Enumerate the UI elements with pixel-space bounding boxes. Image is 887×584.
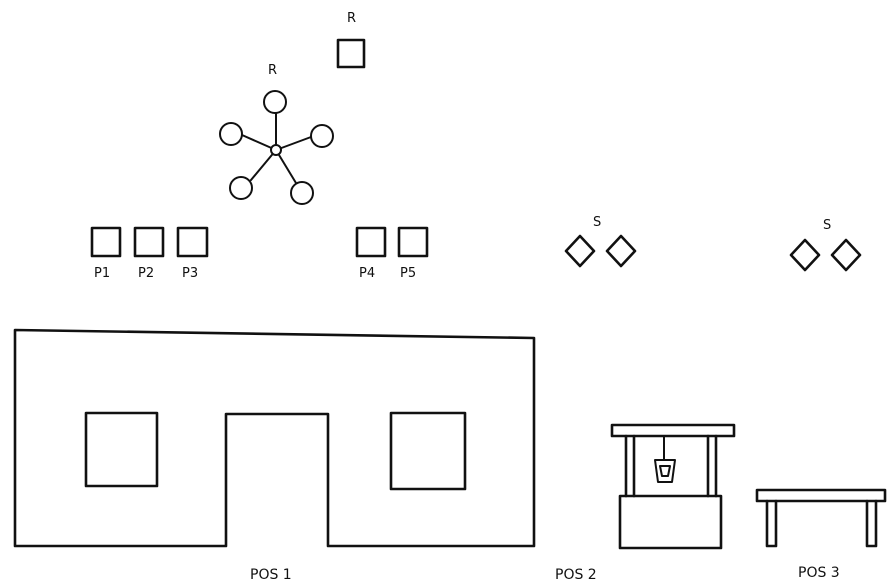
p2-label: P2 [138,266,154,281]
r-star-circle-bottom-right [290,181,314,205]
pos3-leg-right [865,499,878,548]
s-group-left: S [564,215,637,268]
s-right-diamond-2 [830,238,862,272]
p1-square [90,226,122,258]
pos1-building: POS 1 [13,328,536,583]
pos2-bucket [654,459,676,483]
r-star-marker: R [219,63,334,205]
p4-square [355,226,387,258]
r-star-spokes [241,112,312,184]
s-left-diamond-1 [564,234,596,268]
pos1-building-outline [13,328,536,548]
p5-square [397,226,429,258]
pos2-well: POS 2 [555,423,736,583]
pos2-bucket-inner [659,465,671,477]
p4-label: P4 [359,266,375,281]
r-star-circle-top [263,90,287,114]
r-star-circle-bottom-left [229,176,253,200]
p5-label: P5 [400,266,416,281]
pos3-label: POS 3 [798,565,840,581]
pos2-label: POS 2 [555,567,597,583]
pos1-window-right [389,411,467,491]
r-star-circle-left [219,122,243,146]
r-square-shape [336,38,366,69]
pos3-tabletop [755,488,887,503]
pos3-table: POS 3 [755,488,887,581]
r-square-label: R [347,11,356,26]
p2-square [133,226,165,258]
pos2-base [618,494,723,550]
pos2-roof [610,423,736,438]
s-right-diamond-1 [789,238,821,272]
r-star-circle-right [310,124,334,148]
r-star-hub [270,144,282,156]
pos1-label: POS 1 [250,567,292,583]
pos1-window-left [84,411,159,488]
r-star-label: R [268,63,277,78]
s-left-label: S [593,215,601,230]
r-square-marker: R [336,11,366,69]
p1-label: P1 [94,266,110,281]
s-right-label: S [823,218,831,233]
s-left-diamond-2 [605,234,637,268]
p3-square [176,226,209,258]
p-group-left: P1 P2 P3 [90,226,209,281]
p-group-right: P4 P5 [355,226,429,281]
pos3-leg-left [765,499,778,548]
p3-label: P3 [182,266,198,281]
s-group-right: S [789,218,862,272]
